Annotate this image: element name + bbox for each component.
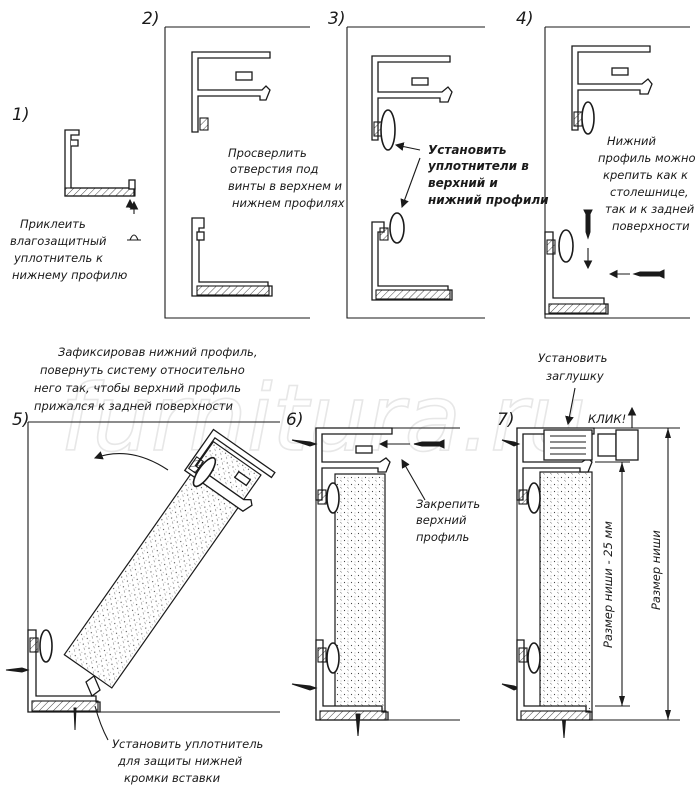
step-2: 2) Просверлить отверстия под винты в вер… <box>142 9 345 319</box>
svg-text:Установить: Установить <box>428 143 507 157</box>
svg-text:так и к задней: так и к задней <box>605 202 695 216</box>
svg-text:Просверлить: Просверлить <box>228 146 307 160</box>
screw-icon <box>73 707 77 731</box>
lower-profile <box>315 639 389 721</box>
seal-icon <box>389 212 405 244</box>
lower-profile <box>371 221 453 301</box>
leader-line <box>94 705 109 741</box>
step-6-number: 6) <box>286 410 303 430</box>
dimension-inner-label: Размер ниши - 25 мм <box>601 521 615 648</box>
svg-text:верхний: верхний <box>416 513 467 527</box>
lower-profile <box>27 629 101 713</box>
step-7: 7) Установить заглушку КЛИК! <box>497 351 680 739</box>
seal-icon <box>527 482 541 514</box>
svg-text:нижнему профилю: нижнему профилю <box>12 268 128 282</box>
svg-text:столешнице,: столешнице, <box>610 185 689 199</box>
seal-icon <box>581 101 595 135</box>
svg-text:винты в верхнем и: винты в верхнем и <box>228 179 343 193</box>
svg-text:Нижний: Нижний <box>607 134 656 148</box>
svg-text:Приклеить: Приклеить <box>20 217 86 231</box>
step-5-note: Установить уплотнитель для защиты нижней… <box>112 737 263 785</box>
seal-icon <box>39 629 53 663</box>
niche-wall <box>544 26 690 319</box>
step-5: 5) Зафиксировав нижний профиль, повернут… <box>5 345 280 785</box>
step-4: 4) Нижний профиль можно крепить как к ст… <box>516 9 696 319</box>
lower-profile <box>516 639 593 721</box>
svg-text:нижнем профилях: нижнем профилях <box>232 196 345 210</box>
svg-text:Закрепить: Закрепить <box>416 497 480 511</box>
svg-text:прижался к задней поверхности: прижался к задней поверхности <box>34 399 233 413</box>
svg-text:для защиты нижней: для защиты нижней <box>117 754 243 768</box>
svg-text:Установить уплотнитель: Установить уплотнитель <box>112 737 263 751</box>
svg-text:заглушку: заглушку <box>546 369 604 383</box>
screw-icon <box>5 667 30 673</box>
step-7-number: 7) <box>497 410 514 430</box>
lower-profile <box>191 217 273 297</box>
svg-text:повернуть систему относительно: повернуть систему относительно <box>40 363 245 377</box>
svg-text:кромки вставки: кромки вставки <box>124 771 221 785</box>
screw-icon <box>355 713 361 737</box>
dimension-outer-label: Размер ниши <box>649 530 663 610</box>
upper-profile <box>571 45 653 131</box>
step-5-caption: Зафиксировав нижний профиль, повернуть с… <box>34 345 257 413</box>
step-3: 3) Установить уплотнители в верхний и ни… <box>328 9 549 319</box>
svg-text:крепить как к: крепить как к <box>603 168 688 182</box>
click-label: КЛИК! <box>588 412 626 426</box>
seal-icon <box>380 109 396 151</box>
step-3-number: 3) <box>328 9 345 29</box>
step-1-number: 1) <box>12 105 29 125</box>
svg-text:поверхности: поверхности <box>612 219 690 233</box>
panel-insert <box>334 473 386 713</box>
svg-text:влагозащитный: влагозащитный <box>10 234 107 248</box>
rotate-arrow-icon <box>93 451 169 471</box>
svg-text:него так, чтобы верхний профил: него так, чтобы верхний профиль <box>34 381 241 395</box>
step-5-number: 5) <box>12 410 29 430</box>
step-6: 6) Закрепить верхний профиль <box>286 410 480 737</box>
step-1-caption: Приклеить влагозащитный уплотнитель к ни… <box>10 217 128 282</box>
screw-horizontal-icon <box>632 269 665 279</box>
seal-icon <box>326 482 340 514</box>
tilted-panel-assembly <box>63 428 276 689</box>
step-3-caption: Установить уплотнители в верхний и нижни… <box>428 143 549 207</box>
screw-icon <box>501 439 521 447</box>
svg-text:нижний профили: нижний профили <box>428 193 549 207</box>
upper-profile <box>191 51 271 133</box>
niche-wall <box>164 26 310 319</box>
screw-vertical-icon <box>583 209 593 240</box>
seal-icon <box>558 229 574 263</box>
svg-text:отверстия под: отверстия под <box>230 162 319 176</box>
upper-profile <box>371 55 453 141</box>
svg-text:уплотнители в: уплотнители в <box>428 159 529 173</box>
watermark-text: furnitura.ru <box>60 365 586 472</box>
svg-text:профиль можно: профиль можно <box>598 151 696 165</box>
step-6-caption: Закрепить верхний профиль <box>416 497 480 544</box>
step-2-caption: Просверлить отверстия под винты в верхне… <box>228 146 345 210</box>
screw-icon <box>291 683 318 691</box>
end-cap <box>543 429 639 461</box>
step-4-number: 4) <box>516 9 533 29</box>
svg-text:профиль: профиль <box>416 530 469 544</box>
seal-icon <box>527 642 541 674</box>
svg-text:уплотнитель к: уплотнитель к <box>13 251 103 265</box>
dimension-inner <box>595 461 630 707</box>
seal-icon <box>326 642 340 674</box>
step-1: 1) Приклеить влагозащитный уплотнитель к… <box>10 105 141 282</box>
niche-wall <box>346 26 485 319</box>
svg-text:Установить: Установить <box>538 351 607 365</box>
dimension-outer <box>640 427 680 721</box>
step-2-number: 2) <box>142 9 159 29</box>
svg-text:Зафиксировав нижний профиль,: Зафиксировав нижний профиль, <box>58 345 257 359</box>
panel-insert <box>539 471 593 713</box>
step-7-caption: Установить заглушку <box>538 351 607 383</box>
lower-profile <box>544 231 609 315</box>
svg-text:верхний и: верхний и <box>428 176 498 190</box>
upper-profile <box>315 427 393 505</box>
screw-icon <box>413 439 445 449</box>
lower-profile-step-1 <box>64 129 136 197</box>
step-4-caption: Нижний профиль можно крепить как к столе… <box>598 134 696 233</box>
seal-strip-icon <box>127 234 141 241</box>
screw-icon <box>291 439 318 447</box>
